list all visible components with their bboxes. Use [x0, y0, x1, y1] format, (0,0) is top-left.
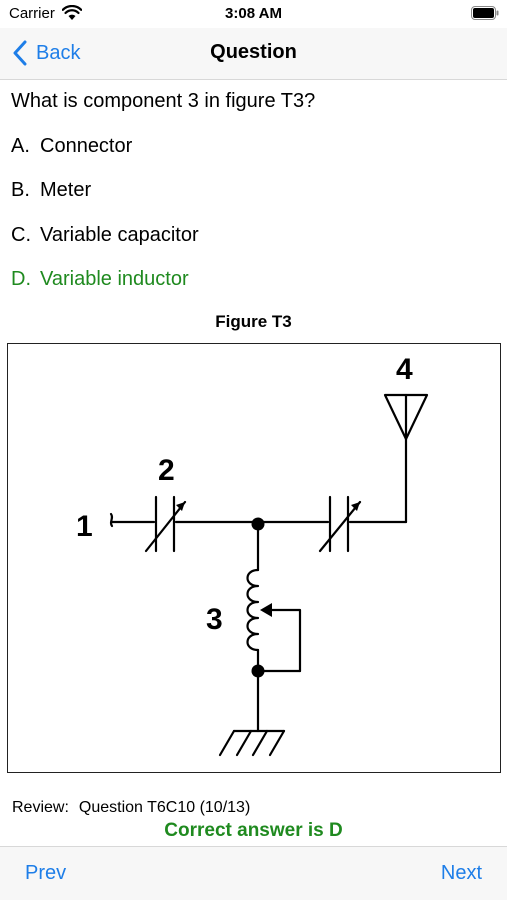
question-text: What is component 3 in figure T3?	[11, 90, 316, 112]
battery-icon	[471, 6, 499, 20]
junction-dot	[251, 664, 265, 678]
choice-b[interactable]: B. Meter	[11, 179, 91, 202]
capacitor-arrowhead	[351, 502, 360, 511]
choice-letter: C.	[11, 224, 31, 246]
ground-hatch	[251, 729, 269, 757]
status-bar: Carrier 3:08 AM	[0, 0, 507, 28]
figure-title: Figure T3	[215, 312, 292, 331]
review-question: Question T6C10 (10/13)	[78, 799, 251, 816]
inductor-tap	[268, 608, 302, 673]
prev-button[interactable]: Prev	[25, 862, 67, 884]
inductor-coil	[246, 568, 260, 652]
ground-hatch	[268, 729, 286, 757]
correct-answer-message: Correct answer is D	[164, 820, 343, 841]
capacitor-arrowhead	[176, 502, 185, 511]
page-title: Question	[210, 41, 297, 63]
choice-letter: B.	[11, 179, 30, 201]
component-label-1: 1	[76, 510, 93, 543]
choice-d[interactable]: D. Variable inductor	[11, 268, 189, 291]
status-time: 3:08 AM	[225, 5, 282, 22]
choice-text: Connector	[40, 135, 133, 157]
choice-text: Variable inductor	[40, 268, 189, 290]
component-label-4: 4	[396, 353, 413, 386]
choice-text: Variable capacitor	[40, 224, 199, 246]
figure-t3-diagram: 1 2 3 4	[7, 343, 501, 773]
choice-letter: A.	[11, 135, 30, 157]
tap-arrowhead	[260, 603, 272, 617]
capacitor-arrow	[144, 500, 187, 553]
review-label: Review:	[12, 799, 69, 816]
component-label-3: 3	[206, 603, 223, 636]
connector-symbol	[109, 512, 114, 528]
next-button[interactable]: Next	[440, 862, 482, 884]
chevron-left-icon	[13, 40, 27, 66]
ground-hatch	[235, 729, 253, 757]
back-button[interactable]: Back	[12, 38, 80, 68]
choice-letter: D.	[11, 268, 31, 290]
ground-hatch	[218, 729, 236, 757]
choice-c[interactable]: C. Variable capacitor	[11, 224, 199, 247]
choice-a[interactable]: A. Connector	[11, 135, 132, 158]
navigation-bar: Back Question	[0, 28, 507, 80]
circuit-schematic: 1 2 3 4	[76, 353, 429, 757]
review-line: Review: Question T6C10 (10/13)	[12, 799, 250, 817]
wifi-icon	[62, 5, 82, 20]
junction-dot	[251, 517, 265, 531]
component-label-2: 2	[158, 454, 175, 487]
carrier-label: Carrier	[9, 5, 55, 22]
bottom-toolbar: Prev Next	[0, 846, 507, 900]
capacitor-arrow	[318, 500, 362, 553]
back-label: Back	[36, 41, 81, 64]
choice-text: Meter	[40, 179, 92, 201]
